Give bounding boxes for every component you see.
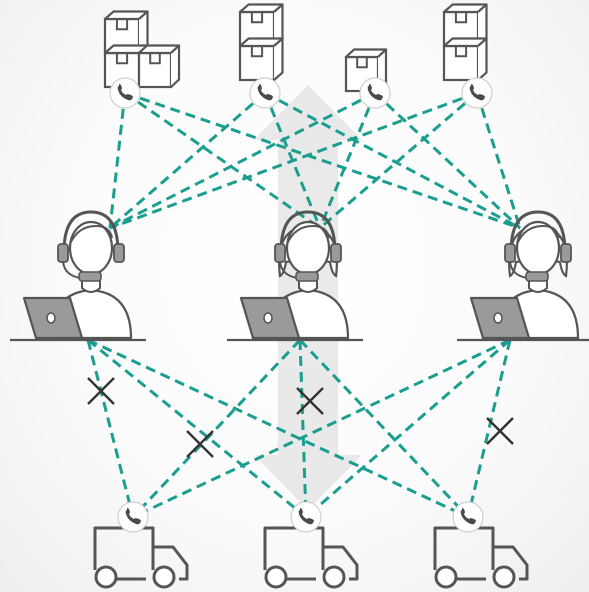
connection-line-operator-1-truck-1 bbox=[86, 339, 135, 518]
connection-line-warehouse-1-operator-1 bbox=[108, 92, 127, 229]
male-operator-icon bbox=[10, 210, 146, 342]
broken-link-cross-icon bbox=[87, 377, 115, 405]
connection-line-warehouse-2-operator-1 bbox=[109, 91, 266, 230]
truck-icon bbox=[433, 526, 529, 589]
warehouse-2 bbox=[238, 3, 284, 109]
connection-line-operator-2-truck-3 bbox=[298, 338, 470, 519]
connection-line-warehouse-3-operator-3 bbox=[373, 91, 522, 230]
connection-line-warehouse-3-operator-1 bbox=[109, 91, 376, 230]
broken-link-cross-icon bbox=[486, 417, 514, 445]
boxes-icon bbox=[442, 3, 488, 82]
boxes-icon bbox=[103, 10, 181, 89]
broken-link-cross-icon bbox=[186, 430, 214, 458]
warehouse-1 bbox=[103, 10, 181, 109]
boxes-icon bbox=[238, 3, 284, 82]
connection-line-warehouse-3-operator-2 bbox=[318, 92, 377, 229]
connection-line-warehouse-4-operator-2 bbox=[319, 91, 478, 230]
diagram-nodes bbox=[10, 3, 589, 589]
connection-line-operator-3-truck-2 bbox=[305, 338, 511, 519]
phone-icon bbox=[452, 501, 484, 533]
connection-line-operator-3-truck-1 bbox=[132, 338, 511, 519]
phone-icon bbox=[290, 501, 322, 533]
box-icon bbox=[344, 48, 388, 93]
broken-link-cross-icon bbox=[296, 387, 324, 415]
connection-line-warehouse-1-operator-3 bbox=[124, 91, 521, 230]
connection-line-warehouse-4-operator-3 bbox=[475, 92, 522, 229]
connection-line-operator-2-truck-1 bbox=[131, 338, 302, 519]
truck-1 bbox=[93, 501, 189, 589]
phone-icon bbox=[117, 501, 149, 533]
phone-icon bbox=[359, 77, 391, 109]
operator-3 bbox=[457, 210, 589, 342]
female-operator-icon bbox=[227, 210, 363, 342]
truck-icon bbox=[93, 526, 189, 589]
female-operator-icon bbox=[457, 210, 589, 342]
connection-line-warehouse-2-operator-2 bbox=[263, 92, 322, 229]
warehouse-3 bbox=[344, 48, 391, 109]
broken-link-marks bbox=[87, 377, 514, 458]
truck-icon bbox=[263, 526, 359, 589]
warehouse-4 bbox=[442, 3, 493, 109]
connection-lines bbox=[86, 91, 522, 519]
connection-line-warehouse-2-operator-3 bbox=[264, 91, 521, 230]
phone-icon bbox=[109, 77, 141, 109]
connection-line-operator-2-truck-2 bbox=[298, 339, 308, 518]
connection-line-operator-3-truck-3 bbox=[466, 339, 512, 518]
operator-1 bbox=[10, 210, 146, 342]
phone-icon bbox=[461, 77, 493, 109]
phone-icon bbox=[249, 77, 281, 109]
operator-2 bbox=[227, 210, 363, 342]
truck-2 bbox=[263, 501, 359, 589]
truck-3 bbox=[433, 501, 529, 589]
connection-line-operator-1-truck-3 bbox=[87, 338, 469, 519]
connection-line-warehouse-1-operator-2 bbox=[124, 91, 321, 230]
